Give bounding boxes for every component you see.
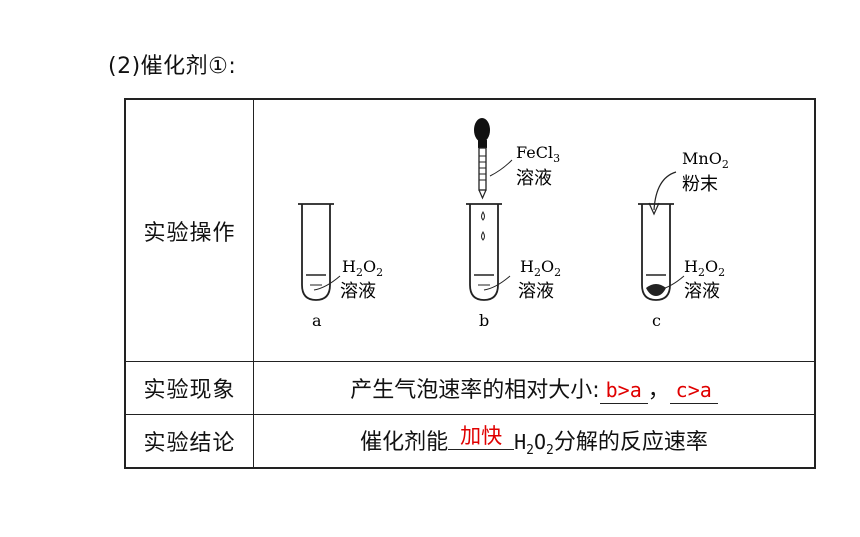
- test-tube-a: H2O2 溶液 a: [298, 203, 383, 330]
- observation-separator: ，: [647, 378, 670, 403]
- observation-content: 产生气泡速率的相对大小:b>a，c>a: [253, 361, 816, 415]
- test-tube-b: FeCl3 溶液 H2O2 溶液 b: [466, 118, 561, 330]
- operation-diagram-cell: H2O2 溶液 a: [253, 98, 816, 362]
- tube-a-letter: a: [312, 311, 322, 330]
- answer-blank-1: b>a: [599, 377, 648, 404]
- tube-b-letter: b: [479, 311, 489, 330]
- section-heading: (2)催化剂①:: [108, 54, 237, 79]
- arrow-down-icon: [653, 171, 677, 211]
- observation-label: 实验现象: [124, 361, 254, 415]
- answer-blank-2: c>a: [669, 377, 718, 404]
- tube-a-label-formula: H2O2: [342, 257, 383, 279]
- tube-c-label-formula: H2O2: [684, 257, 725, 279]
- tube-b-label-solution: 溶液: [518, 281, 554, 302]
- operation-row: 实验操作 H2O2 溶液 a: [124, 98, 816, 362]
- experiment-table: 实验操作 H2O2 溶液 a: [124, 98, 816, 469]
- tube-c-reagent-formula: MnO2: [682, 149, 729, 171]
- conclusion-suffix: 分解的反应速率: [553, 430, 708, 455]
- operation-label: 实验操作: [124, 98, 254, 362]
- tube-c-reagent-powder: 粉末: [682, 174, 718, 195]
- observation-prefix: 产生气泡速率的相对大小:: [350, 378, 600, 403]
- tube-b-label-formula: H2O2: [520, 257, 561, 279]
- dropper-icon: [474, 118, 490, 200]
- conclusion-label: 实验结论: [124, 414, 254, 469]
- tube-a-label-solution: 溶液: [340, 281, 376, 302]
- tube-c-label-solution: 溶液: [684, 281, 720, 302]
- conclusion-prefix: 催化剂能: [360, 430, 449, 455]
- tube-b-reagent-formula: FeCl3: [516, 143, 560, 165]
- observation-row: 实验现象 产生气泡速率的相对大小:b>a，c>a: [124, 361, 816, 415]
- tube-b-reagent-solution: 溶液: [516, 168, 552, 189]
- h2o2-formula: H2O2: [514, 430, 554, 458]
- answer-blank-3: 加快: [448, 423, 515, 450]
- tube-c-letter: c: [652, 311, 661, 330]
- test-tube-diagram: H2O2 溶液 a: [298, 118, 729, 330]
- test-tube-c: MnO2 粉末 H2O2 溶液 c: [638, 149, 729, 330]
